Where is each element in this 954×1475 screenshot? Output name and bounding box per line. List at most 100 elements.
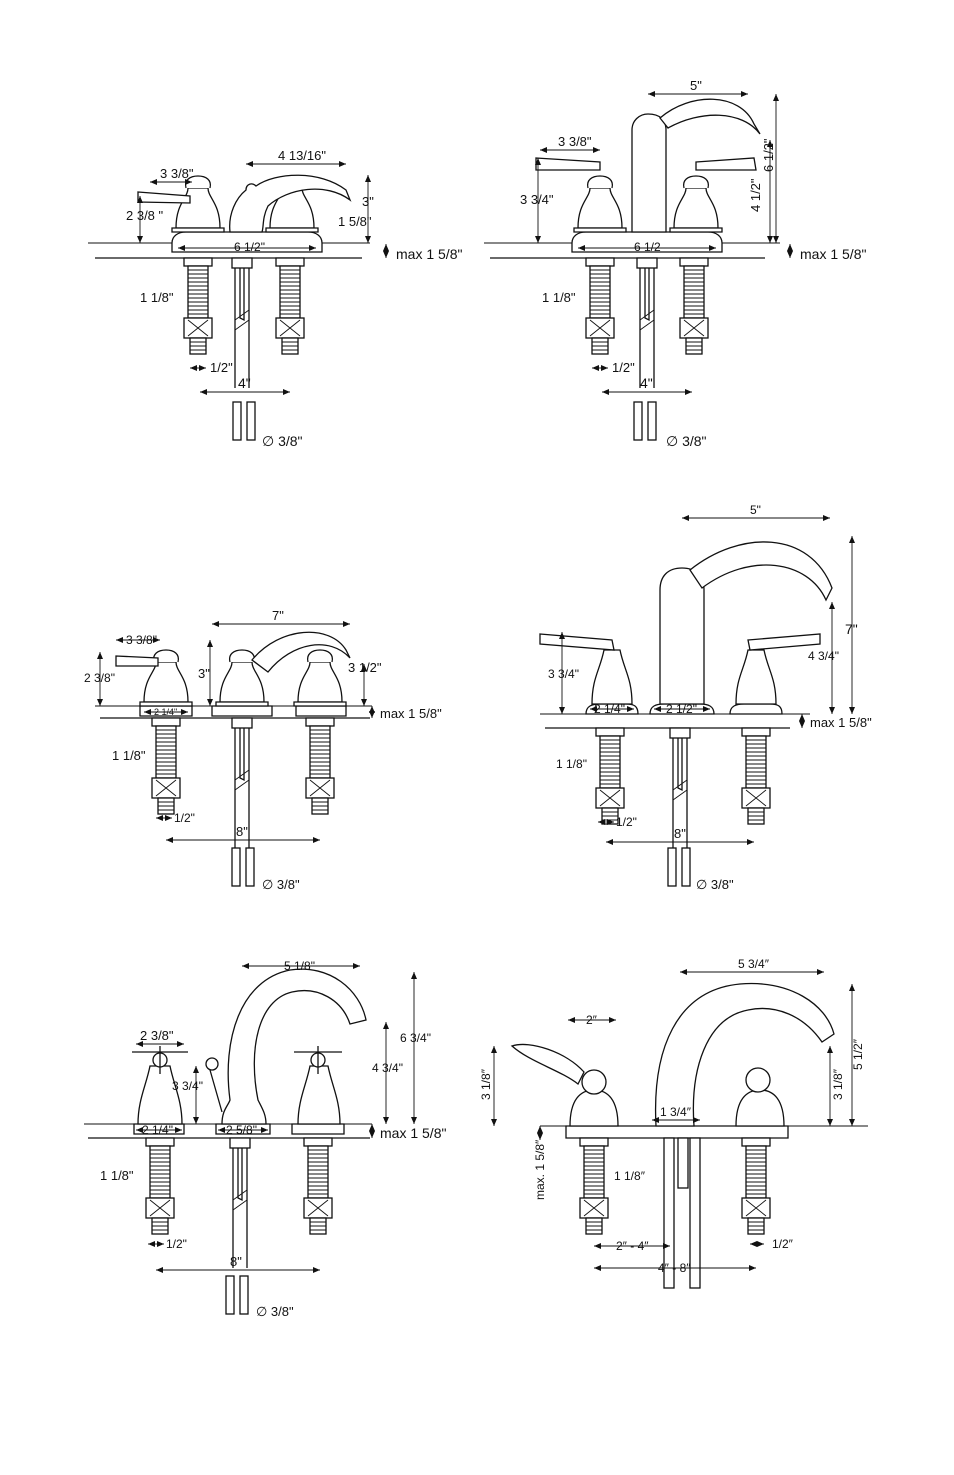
left-handle-body — [171, 175, 225, 233]
dim-thread: 1/2" — [166, 1237, 187, 1251]
spout-icon — [221, 968, 367, 1125]
dim-thread: 1/2″ — [772, 1237, 794, 1251]
spout-icon — [229, 174, 352, 233]
right-shank — [305, 717, 335, 815]
dim-spout-base: 1 3/4″ — [660, 1105, 692, 1119]
spout-icon — [251, 631, 351, 673]
dim-shank: 1 1/8" — [112, 748, 146, 763]
right-lever-icon — [695, 157, 757, 171]
left-handle-body — [591, 649, 633, 705]
dim-spout-base: 2 1/2" — [666, 702, 697, 716]
left-knob-icon — [581, 1069, 607, 1095]
spout-column — [631, 113, 667, 233]
left-lever-icon — [115, 655, 159, 667]
right-handle-body — [735, 1089, 785, 1127]
dim-shank: 1 1/8" — [542, 290, 576, 305]
dim-overall-height: 3" — [198, 666, 210, 681]
dim-centers: 8" — [236, 824, 248, 839]
pop-up-knob-icon — [205, 1057, 219, 1071]
diagram-4: 5" 7" 4 3/4" 3 3/4" 2 1/4" 2 1/2" max 1 … — [539, 503, 872, 892]
dim-handle-width: 3 3/8" — [558, 134, 592, 149]
dim-spout-height: 4 3/4" — [372, 1061, 403, 1075]
dim-max-deck: max 1 5/8" — [800, 246, 866, 262]
right-knob-icon — [745, 1067, 771, 1093]
dim-centers-short: 2″ - 4″ — [616, 1239, 649, 1253]
dim-overall-height: 6 1/2" — [761, 138, 776, 172]
right-shank — [275, 257, 305, 355]
dim-spout-base: 2 5/8" — [226, 1123, 257, 1137]
supply-lines — [231, 847, 255, 887]
left-lever-icon — [510, 1043, 585, 1085]
right-lever-icon — [747, 633, 821, 651]
dim-spout-reach: 4 13/16" — [278, 148, 326, 163]
right-shank — [741, 1137, 771, 1235]
left-handle-body — [573, 175, 627, 233]
diagram-3: 3 3/8" 7" 2 3/8" 3" 3 1/2" 2 1/4" max 1 … — [84, 608, 442, 892]
dim-spout-reach: 7" — [272, 608, 284, 623]
dim-supply: ∅ 3/8" — [262, 877, 300, 892]
dim-spout-height: 1 5/8" — [338, 214, 372, 229]
dim-thread: 1/2" — [174, 811, 195, 825]
dim-shank: 1 1/8" — [556, 757, 587, 771]
diagram-5: 5 1/8" 2 3/8" 6 3/4" 4 3/4" 3 3/4" 2 1/4… — [84, 959, 446, 1319]
dim-handle-width: 2 3/8" — [140, 1028, 174, 1043]
left-handle-body — [137, 1065, 183, 1125]
left-lever-icon — [539, 633, 615, 651]
right-base — [291, 1123, 345, 1135]
supply-lines — [232, 401, 256, 441]
dim-shank: 1 1/8" — [140, 290, 174, 305]
spout-icon — [659, 98, 761, 135]
left-shank — [183, 257, 213, 355]
dim-supply: ∅ 3/8" — [696, 877, 734, 892]
dim-handle-height: 3 1/8″ — [479, 1068, 493, 1100]
dim-base-width: 6 1/2" — [234, 240, 265, 254]
dim-handle-height: 2 3/8" — [84, 671, 115, 685]
dim-spout-reach: 5" — [750, 503, 761, 517]
diagram-1: 3 3/8" 4 13/16" 2 3/8 " 3" 1 5/8" 6 1/2"… — [88, 148, 462, 449]
dim-max-deck: max 1 5/8" — [380, 706, 442, 721]
dim-base-width: 6 1/2 — [634, 240, 661, 254]
dim-centers: 4" — [640, 375, 653, 391]
dim-handle-base: 2 1/4" — [154, 707, 177, 717]
left-shank — [145, 1137, 175, 1235]
dim-spout-height: 3 1/8″ — [831, 1068, 845, 1100]
dim-handle-width: 3 3/8" — [160, 166, 194, 181]
dim-spout-height: 3 1/2" — [348, 660, 382, 675]
right-handle-body — [735, 649, 777, 705]
right-shank — [741, 727, 771, 825]
left-shank — [595, 727, 625, 825]
dim-supply: ∅ 3/8" — [256, 1304, 294, 1319]
right-handle-body — [293, 649, 347, 707]
spout-icon — [689, 541, 833, 602]
dim-max-deck: max 1 5/8" — [396, 246, 462, 262]
spout-icon — [654, 982, 835, 1127]
dim-supply: ∅ 3/8" — [262, 433, 303, 449]
right-base — [295, 705, 347, 717]
right-base — [729, 703, 783, 715]
dim-centers: 8" — [230, 1254, 242, 1269]
dim-thread: 1/2" — [210, 360, 233, 375]
spout-tubes — [663, 1137, 701, 1289]
dim-max-deck: max 1 5/8" — [380, 1125, 446, 1141]
right-shank — [679, 257, 709, 355]
dim-handle-height: 3 3/4" — [172, 1079, 203, 1093]
dim-max-deck: max 1 5/8" — [810, 715, 872, 730]
spout-tube — [229, 1137, 251, 1269]
dim-overall-height: 6 3/4" — [400, 1031, 431, 1045]
dim-spout-height: 4 1/2" — [748, 178, 763, 212]
dim-shank: 1 1/8″ — [614, 1169, 646, 1183]
dim-handle-height: 3 3/4" — [520, 192, 554, 207]
dim-handle-width: 3 3/8" — [126, 633, 157, 647]
diagram-2: 3 3/8" 5" 3 3/4" 4 1/2" 6 1/2" 6 1/2 max… — [484, 78, 866, 449]
dim-thread: 1/2" — [612, 360, 635, 375]
right-handle-body — [669, 175, 723, 233]
dim-supply: ∅ 3/8" — [666, 433, 707, 449]
dim-thread: 1/2" — [616, 815, 637, 829]
spout-base — [211, 705, 273, 717]
dim-handle-base: 2 1/4" — [142, 1123, 173, 1137]
supply-lines — [225, 1275, 249, 1315]
spout-column — [659, 567, 705, 705]
dim-handle-height: 2 3/8 " — [126, 208, 164, 223]
left-lever-icon — [137, 191, 191, 204]
